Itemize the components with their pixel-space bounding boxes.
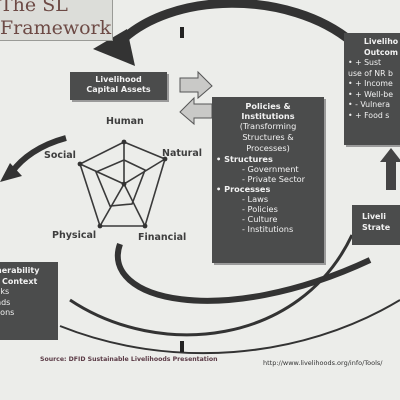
outcomes-box: Liveliho Outcom • + Sust use of NR b • +… (344, 33, 400, 145)
pentagon-outline (79, 141, 166, 227)
outcomes-line: • - Vulnera (348, 100, 391, 109)
outcomes-title2: Outcom (363, 47, 398, 57)
label-social: Social (44, 150, 76, 161)
strategies-line1: Liveli (362, 212, 386, 221)
label-human: Human (106, 116, 144, 127)
processes-label: • Processes (216, 184, 271, 194)
mark-bottom (180, 341, 184, 352)
mark-top (180, 27, 184, 38)
capital-assets-line1: Livelihood (95, 75, 142, 84)
bottom-lower-arrow (59, 299, 400, 355)
label-physical: Physical (52, 230, 97, 241)
processes-item: - Policies (242, 204, 278, 214)
top-arc-arrowhead (93, 29, 135, 66)
policies-box: Policies & Institutions (Transforming St… (212, 97, 324, 263)
outcomes-line: use of NR b (348, 68, 393, 78)
processes-item: - Culture (242, 214, 278, 224)
source-credit: Source: DFID Sustainable Livelihoods Pre… (40, 356, 218, 363)
arrow-right (179, 70, 213, 100)
policies-sub1: (Transforming (239, 121, 297, 131)
right-up-arrowhead (380, 148, 400, 162)
top-arc-arrow (114, 0, 355, 48)
framework-title: The SL Framework (0, 0, 111, 40)
label-financial: Financial (138, 232, 187, 243)
label-natural: Natural (162, 148, 203, 159)
strategies-line2: Strate (362, 223, 391, 232)
asset-pentagon (79, 141, 166, 227)
right-up-arrow (386, 160, 396, 190)
outcomes-title1: Liveliho (363, 37, 399, 46)
outcomes-line: • + Food s (348, 110, 390, 120)
left-curve-arrowhead (0, 163, 22, 182)
outcomes-line: • + Well-be (348, 89, 394, 99)
vulnerability-item: nds (0, 297, 11, 307)
left-curve-arrow (9, 135, 67, 174)
strategies-box: Liveli Strate (352, 205, 400, 245)
processes-item: - Institutions (242, 224, 294, 234)
source-url: http://www.livelihoods.org/info/Tools/ (263, 359, 383, 367)
bottom-outer-arrow (69, 234, 354, 337)
pentagon-nodes (77, 139, 168, 229)
vulnerability-item: cks (0, 287, 10, 296)
capital-assets-line2: Capital Assets (86, 85, 151, 94)
policies-sub2: Structures & (242, 132, 294, 142)
outcomes-line: • + Sust (348, 58, 382, 67)
structures-item: - Government (242, 164, 299, 174)
processes-item: - Laws (242, 194, 269, 204)
bottom-loop-arrow (114, 242, 372, 304)
policies-line2: Institutions (241, 111, 295, 121)
pentagon-inner (94, 159, 147, 207)
vulnerability-line2: Context (2, 276, 38, 286)
outcomes-line: • + Income (348, 79, 393, 88)
capital-assets-box: Livelihood Capital Assets (70, 72, 167, 100)
title-line2: Framework (0, 17, 112, 39)
structures-item: - Private Sector (242, 174, 306, 184)
vulnerability-line1: nerability (0, 266, 40, 275)
policies-sub3: Processes) (246, 143, 290, 153)
title-line1: The SL (0, 0, 68, 16)
arrow-left (179, 96, 213, 126)
structures-label: • Structures (216, 154, 273, 164)
title-box (0, 0, 113, 41)
policies-line1: Policies & (245, 101, 291, 111)
